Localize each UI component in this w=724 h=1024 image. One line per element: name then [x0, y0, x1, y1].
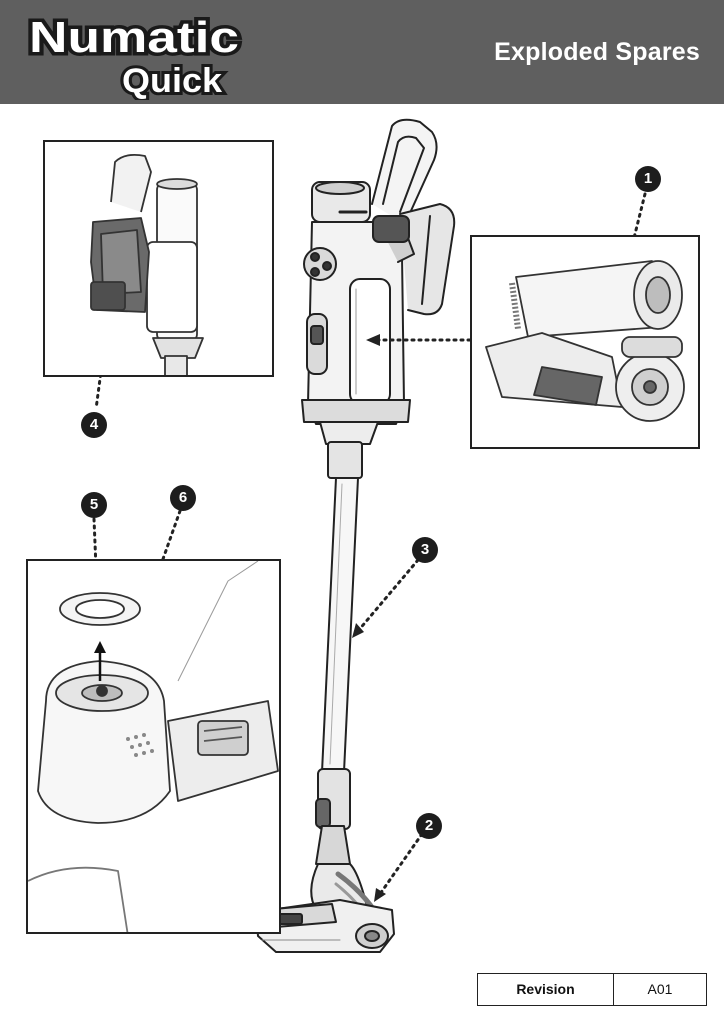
callout-6: 6: [170, 485, 196, 511]
callout-5: 5: [81, 492, 107, 518]
document-title: Exploded Spares: [494, 38, 700, 66]
inset-battery-drawing: [90, 153, 204, 375]
revision-label: Revision: [478, 974, 614, 1005]
revision-table: Revision A01: [477, 973, 707, 1006]
revision-value: A01: [647, 981, 673, 997]
inset-battery-view: [43, 140, 274, 377]
inset-motor-drawing: [485, 260, 685, 422]
callout-1: 1: [635, 166, 661, 192]
exploded-diagram: 1 2 3 4 5 6: [0, 104, 724, 1024]
numatic-quick-logo: Numatic Quick: [26, 10, 243, 101]
page-header: Numatic Quick Exploded Spares: [0, 0, 724, 104]
inset-filter-drawing: [28, 561, 279, 932]
callout-3: 3: [412, 537, 438, 563]
callout-4: 4: [81, 412, 107, 438]
brand-line1: Numatic: [29, 13, 239, 62]
inset-motor-view: [470, 235, 700, 449]
inset-filter-view: [26, 559, 281, 934]
brand-line2: Quick: [122, 62, 222, 100]
callout-2: 2: [416, 813, 442, 839]
